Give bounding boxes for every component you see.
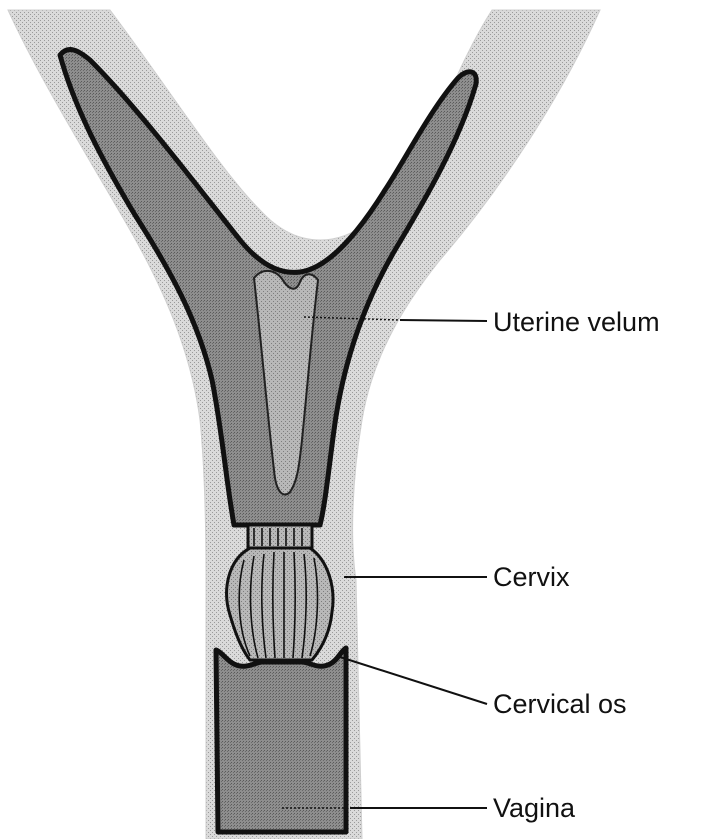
- leader-uterine-velum: [400, 320, 487, 321]
- cervix-neck-ridges: [254, 528, 302, 546]
- label-vagina: Vagina: [493, 795, 575, 822]
- leader-cervical-os: [340, 657, 487, 704]
- label-uterine-velum: Uterine velum: [493, 309, 660, 336]
- label-cervical-os: Cervical os: [493, 691, 627, 718]
- vaginal-lumen: [216, 648, 346, 832]
- label-cervix: Cervix: [493, 564, 570, 591]
